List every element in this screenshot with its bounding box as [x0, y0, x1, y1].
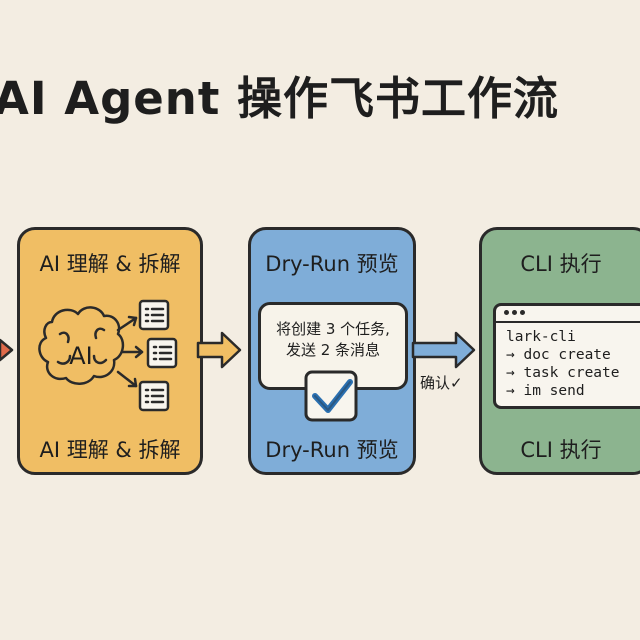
checkbox-check-icon: [304, 370, 358, 422]
step-dry-run-title-top: Dry-Run 预览: [265, 252, 399, 276]
step-dry-run-title-bottom: Dry-Run 预览: [265, 438, 399, 462]
terminal-line: lark-cli: [506, 329, 576, 345]
step-ai-title-bottom: AI 理解 & 拆解: [39, 438, 181, 462]
flow-arrow-dry-to-cli-icon: [411, 331, 476, 369]
terminal-line: → task create: [506, 365, 620, 381]
window-dot-icon: [512, 310, 517, 315]
flow-arrow-ai-to-dry-icon: [196, 331, 242, 369]
terminal-title-bar: [496, 306, 640, 323]
input-arrow-icon: [0, 338, 14, 362]
page-title: AI Agent 操作飞书工作流: [0, 72, 560, 125]
window-dot-icon: [520, 310, 525, 315]
terminal-window: lark-cli → doc create → task create → im…: [493, 303, 640, 409]
window-dot-icon: [504, 310, 509, 315]
task-list-lines-icon: [144, 307, 173, 404]
branch-arrows-icon: [116, 315, 144, 388]
terminal-output: lark-cli → doc create → task create → im…: [506, 328, 620, 400]
preview-message-text: 将创建 3 个任务, 发送 2 条消息: [276, 320, 390, 359]
brain-icon: [38, 306, 125, 385]
step-cli-title-bottom: CLI 执行: [520, 438, 602, 462]
step-ai-title-top: AI 理解 & 拆解: [39, 252, 181, 276]
step-cli-title-top: CLI 执行: [520, 252, 602, 276]
brain-label: AI: [69, 342, 93, 370]
confirm-label: 确认✓: [420, 374, 463, 392]
terminal-line: → doc create: [506, 347, 611, 363]
terminal-line: → im send: [506, 383, 585, 399]
